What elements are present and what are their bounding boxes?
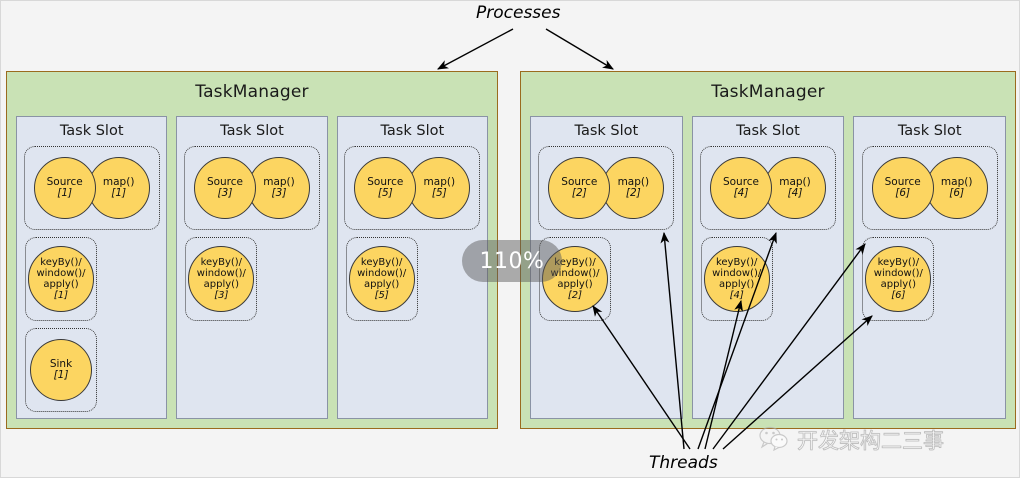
operator-index: [4] — [733, 187, 749, 199]
operator-keyby-window-apply[interactable]: keyBy()/window()/apply() [3] — [188, 246, 255, 312]
task-slot-1[interactable]: Task Slot Source [1] map() [1] keyBy()/w… — [16, 116, 168, 419]
operator-name: keyBy()/window()/apply() — [550, 257, 600, 290]
task-slot-title: Task Slot — [380, 123, 445, 139]
task-group-window[interactable]: keyBy()/window()/apply() [5] — [345, 237, 418, 321]
task-group-window[interactable]: keyBy()/window()/apply() [1] — [25, 237, 97, 321]
operator-map[interactable]: map() [5] — [408, 157, 471, 219]
task-group-source-map[interactable]: Source [6] map() [6] — [861, 146, 998, 230]
task-group-sink[interactable]: Sink [1] — [25, 328, 97, 412]
operator-name: map() — [779, 175, 811, 188]
task-slot-3[interactable]: Task Slot Source [5] map() [5] keyBy()/w… — [336, 116, 488, 419]
operator-name: Sink — [49, 357, 73, 370]
arrow — [545, 28, 614, 70]
operator-map[interactable]: map() [2] — [602, 157, 665, 219]
task-group-source-map[interactable]: Source [4] map() [4] — [700, 146, 836, 230]
taskmanager-box-2[interactable]: TaskManager Task Slot Source [2] map() [… — [520, 71, 1016, 429]
operator-source[interactable]: Source [4] — [710, 157, 772, 219]
operator-name: Source — [206, 175, 244, 188]
operator-index: [6] — [891, 290, 906, 301]
task-slot-row: Task Slot Source [1] map() [1] keyBy()/w… — [16, 116, 488, 419]
task-slot-row: Task Slot Source [2] map() [2] keyBy()/w… — [530, 116, 1007, 419]
task-slot-title: Task Slot — [897, 123, 962, 139]
operator-index: [6] — [949, 187, 965, 199]
watermark-text: 开发架构二三事 — [797, 429, 945, 454]
operator-map[interactable]: map() [4] — [764, 157, 826, 219]
task-group-source-map[interactable]: Source [2] map() [2] — [538, 146, 675, 230]
process-arrows — [437, 28, 614, 70]
operator-name: Source — [884, 175, 921, 188]
processes-callout-label: Processes — [476, 3, 561, 23]
wechat-icon — [759, 426, 789, 455]
operator-index: [3] — [217, 187, 233, 199]
task-group-window[interactable]: keyBy()/window()/apply() [3] — [185, 237, 258, 321]
operator-map[interactable]: map() [6] — [925, 157, 988, 219]
operator-name: map() — [102, 175, 135, 188]
operator-keyby-window-apply[interactable]: keyBy()/window()/apply() [2] — [542, 246, 608, 312]
task-group-source-map[interactable]: Source [5] map() [5] — [344, 146, 481, 230]
task-group-window[interactable]: keyBy()/window()/apply() [2] — [539, 237, 611, 321]
task-slot-2[interactable]: Task Slot Source [3] map() [3] keyBy()/w… — [176, 116, 328, 419]
operator-index: [2] — [571, 187, 587, 199]
operator-index: [5] — [431, 187, 447, 199]
operator-index: [5] — [374, 290, 389, 301]
task-slot-title: Task Slot — [574, 123, 639, 139]
operator-name: keyBy()/window()/apply() — [712, 257, 762, 290]
task-slot-5[interactable]: Task Slot Source [4] map() [4] keyBy()/w… — [691, 116, 845, 419]
operator-index: [3] — [271, 187, 287, 199]
operator-index: [1] — [53, 369, 69, 381]
operator-keyby-window-apply[interactable]: keyBy()/window()/apply() [1] — [28, 246, 94, 312]
task-slot-title: Task Slot — [736, 123, 800, 139]
task-slot-6[interactable]: Task Slot Source [6] map() [6] keyBy()/w… — [853, 116, 1007, 419]
operator-name: map() — [940, 175, 973, 188]
threads-callout-label: Threads — [649, 453, 718, 473]
operator-name: keyBy()/window()/apply() — [196, 257, 246, 290]
operator-name: map() — [617, 175, 650, 188]
watermark: 开发架构二三事 — [759, 425, 944, 455]
operator-name: Source — [561, 175, 598, 188]
operator-source[interactable]: Source [2] — [548, 157, 611, 219]
taskmanager-box-1[interactable]: TaskManager Task Slot Source [1] map() [… — [6, 71, 498, 429]
task-group-source-map[interactable]: Source [3] map() [3] — [183, 146, 320, 230]
task-slot-title: Task Slot — [59, 123, 124, 139]
operator-name: keyBy()/window()/apply() — [873, 257, 923, 290]
task-group-window[interactable]: keyBy()/window()/apply() [6] — [862, 237, 935, 321]
operator-name: keyBy()/window()/apply() — [36, 257, 86, 290]
operator-source[interactable]: Source [5] — [354, 157, 417, 219]
operator-map[interactable]: map() [3] — [247, 157, 310, 219]
taskmanager-title: TaskManager — [711, 82, 825, 102]
operator-keyby-window-apply[interactable]: keyBy()/window()/apply() [4] — [703, 246, 770, 312]
task-group-window[interactable]: keyBy()/window()/apply() [4] — [700, 237, 773, 321]
taskmanager-title: TaskManager — [195, 82, 309, 102]
arrow — [437, 28, 514, 70]
operator-name: keyBy()/window()/apply() — [357, 257, 407, 290]
operator-index: [1] — [111, 187, 127, 199]
operator-name: map() — [423, 175, 456, 188]
task-group-source-map[interactable]: Source [1] map() [1] — [23, 146, 160, 230]
operator-keyby-window-apply[interactable]: keyBy()/window()/apply() [5] — [348, 246, 415, 312]
operator-name: Source — [367, 175, 404, 188]
operator-map[interactable]: map() [1] — [87, 157, 150, 219]
operator-index: [1] — [57, 187, 73, 199]
operator-sink[interactable]: Sink [1] — [30, 339, 92, 401]
operator-index: [2] — [567, 290, 583, 301]
operator-name: Source — [46, 175, 83, 188]
operator-index: [4] — [729, 290, 744, 301]
operator-source[interactable]: Source [3] — [193, 157, 256, 219]
zoom-level-badge: 110% — [462, 240, 562, 282]
operator-name: map() — [263, 175, 295, 188]
operator-index: [1] — [53, 290, 69, 301]
operator-name: Source — [722, 175, 760, 188]
task-slot-title: Task Slot — [220, 123, 284, 139]
operator-index: [5] — [377, 187, 393, 199]
operator-index: [2] — [625, 187, 641, 199]
operator-index: [6] — [895, 187, 911, 199]
operator-source[interactable]: Source [1] — [33, 157, 96, 219]
operator-source[interactable]: Source [6] — [871, 157, 934, 219]
operator-index: [4] — [787, 187, 803, 199]
operator-index: [3] — [214, 290, 229, 301]
operator-keyby-window-apply[interactable]: keyBy()/window()/apply() [6] — [865, 246, 932, 312]
